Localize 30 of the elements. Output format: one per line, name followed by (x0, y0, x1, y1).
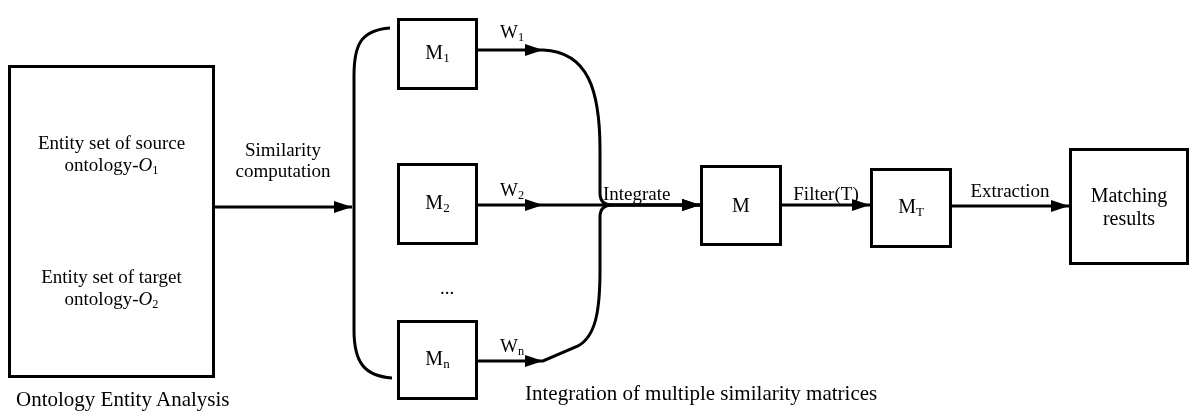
entity-text: Entity set of source ontology-O$_{1}$ (36, 132, 187, 178)
arrow (478, 199, 700, 367)
box-label: M$_{1}$ (425, 41, 450, 67)
arrow (952, 200, 1069, 212)
entity-text: Entity set of target ontology-O$_{2}$ (40, 265, 183, 311)
box-label: M$_{n}$ (425, 347, 450, 373)
matrix-box (397, 320, 478, 400)
edge-label: Similarity computation (234, 140, 332, 182)
ellipsis: ... (440, 278, 455, 299)
matrix-box (1069, 148, 1189, 265)
box-label: Matching results (1089, 183, 1169, 230)
flow-label: Integrate (603, 184, 671, 205)
edge-label: W$_{1}$ (498, 22, 526, 45)
matrix-box (870, 168, 952, 248)
node-label: Ontology Entity Analysis (16, 388, 230, 412)
entity-panel (8, 65, 215, 378)
curly-bracket (350, 26, 392, 380)
box-label: M$_{T}$ (898, 195, 924, 221)
edge-label: Filter(T) (792, 184, 860, 205)
arrow (215, 201, 352, 213)
matrix-box (397, 163, 478, 245)
edge-label: W$_{n}$ (498, 336, 526, 359)
matrix-box (397, 18, 478, 90)
matrix-box (700, 165, 782, 246)
box-label: M$_{2}$ (425, 191, 450, 217)
edge-label: Extraction (969, 181, 1051, 202)
caption: Integration of multiple similarity matrices (525, 382, 878, 406)
edge-label: W$_{2}$ (498, 180, 526, 203)
arrow (782, 199, 870, 211)
box-label: M (732, 194, 750, 217)
